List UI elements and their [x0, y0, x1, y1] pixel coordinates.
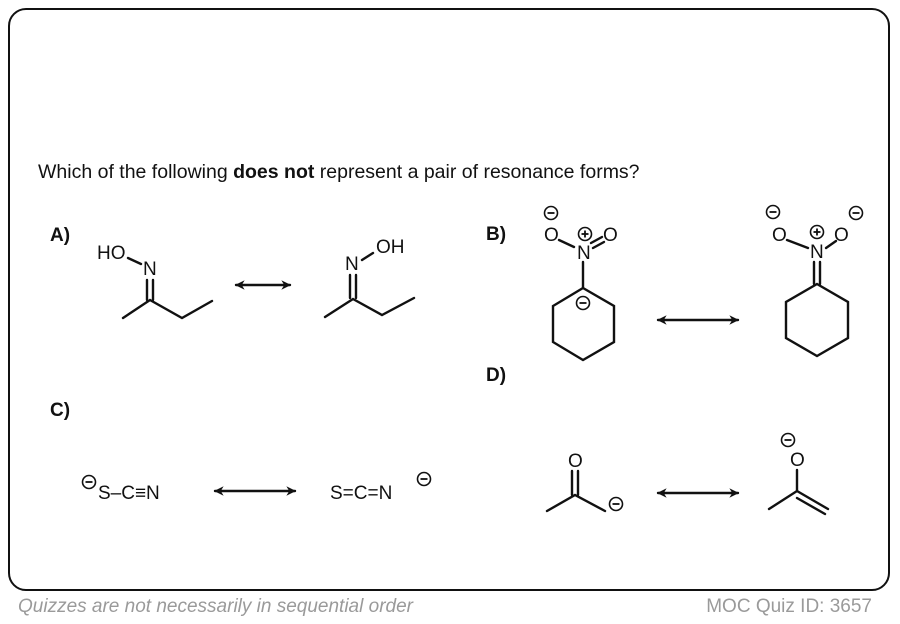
atom-ho: HO — [97, 243, 126, 264]
atom-n: N — [143, 259, 157, 280]
option-c-label: C) — [50, 400, 70, 421]
quiz-id: MOC Quiz ID: 3657 — [706, 596, 872, 617]
atom-o: O — [603, 225, 618, 246]
nitro-right: O N O — [765, 204, 864, 358]
nitro-left: O N O — [543, 205, 618, 362]
atom-oh: OH — [376, 237, 405, 258]
option-a-label: A) — [50, 225, 70, 246]
option-c[interactable]: C) S–C≡N S=C=N — [50, 400, 432, 504]
option-d[interactable]: D) O O — [486, 365, 830, 516]
quiz-card — [8, 8, 890, 591]
atom-n: N — [345, 254, 359, 275]
option-a[interactable]: A) HO N N OH — [50, 225, 416, 320]
oxime-left: HO N — [97, 243, 214, 320]
atom-n: N — [577, 243, 591, 264]
enolate-right: O — [767, 432, 830, 516]
atom-o: O — [790, 450, 805, 471]
option-b[interactable]: B) O N O O N O — [486, 204, 864, 362]
question-part: represent a pair of resonance forms? — [314, 161, 640, 183]
atom-o: O — [772, 225, 787, 246]
atom-n: N — [810, 242, 824, 263]
question-emphasis: does not — [233, 161, 315, 183]
footer-note: Quizzes are not necessarily in sequentia… — [18, 596, 413, 617]
oxime-right: N OH — [323, 237, 416, 319]
atom-o: O — [834, 225, 849, 246]
thiocyanate-right: S=C=N — [330, 483, 392, 504]
atom-o: O — [568, 451, 583, 472]
question-part: Which of the following — [38, 161, 234, 183]
thiocyanate-left: S–C≡N — [98, 483, 160, 504]
enolate-left: O — [545, 451, 624, 513]
question-text: Which of the following does not represen… — [38, 161, 640, 184]
option-d-label: D) — [486, 365, 506, 386]
atom-o: O — [544, 225, 559, 246]
option-b-label: B) — [486, 224, 506, 245]
